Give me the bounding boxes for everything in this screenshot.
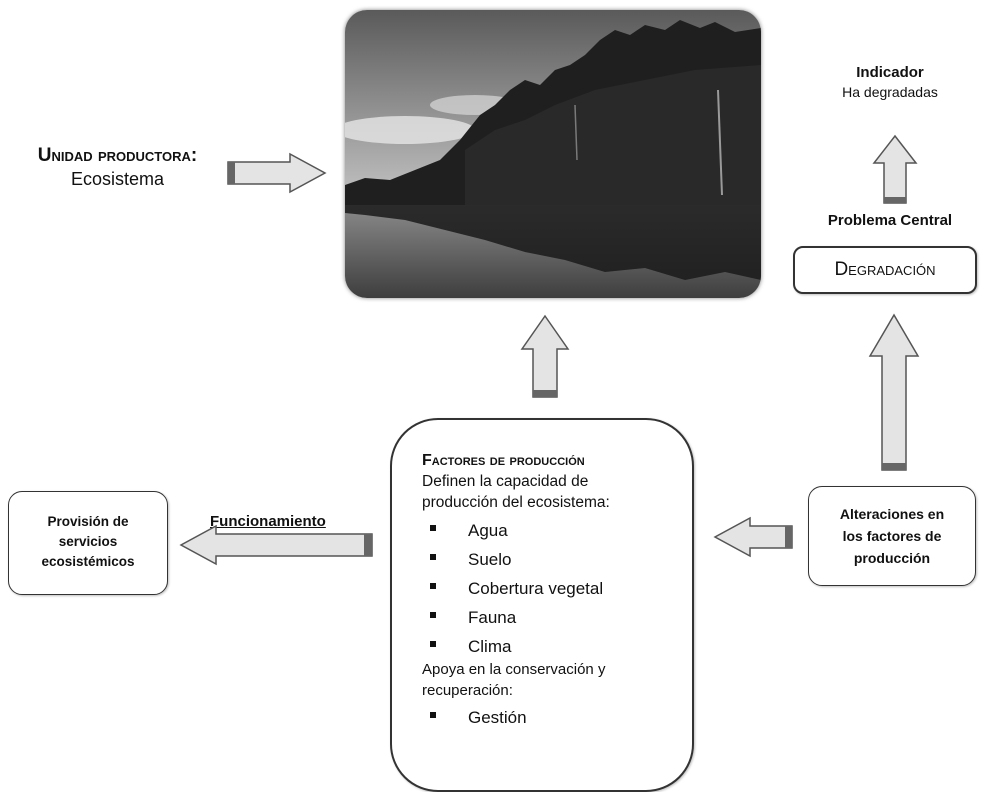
- funcionamiento-label: Funcionamiento: [210, 513, 326, 530]
- factores-support-list: Gestión: [422, 703, 687, 732]
- provision-line1: Provisión de: [47, 514, 129, 529]
- problema-central-label: Problema Central: [827, 212, 953, 229]
- arrow-up-to-indicador: [872, 134, 918, 204]
- factores-list: Agua Suelo Cobertura vegetal Fauna Clima: [422, 516, 687, 661]
- alteraciones-line2: los factores de: [842, 528, 942, 544]
- arrow-up-to-photo: [520, 314, 570, 398]
- factor-item-fauna: Fauna: [422, 603, 687, 632]
- alteraciones-line1: Alteraciones en: [839, 506, 945, 522]
- factores-support-line1: Apoya en la conservación y: [422, 661, 606, 678]
- arrow-left-to-provision: [179, 524, 373, 566]
- unidad-productora-value: Ecosistema: [70, 169, 165, 189]
- factor-item-cobertura: Cobertura vegetal: [422, 574, 687, 603]
- arrow-up-to-degradacion: [868, 313, 920, 471]
- provision-box: Provisión de servicios ecosistémicos: [8, 491, 168, 595]
- factores-support-line2: recuperación:: [422, 682, 513, 699]
- factor-item-suelo: Suelo: [422, 545, 687, 574]
- arrow-left-to-factores: [713, 516, 793, 558]
- indicador-value: Ha degradadas: [842, 84, 938, 100]
- provision-line2: servicios: [58, 534, 118, 549]
- arrow-right-to-photo: [227, 152, 327, 194]
- factores-heading: Factores de producción: [422, 452, 585, 469]
- unidad-productora-label: Unidad productora: Ecosistema: [10, 145, 225, 190]
- factores-intro-line1: Definen la capacidad de: [422, 473, 589, 490]
- support-item-gestion: Gestión: [422, 703, 687, 732]
- factores-box: Factores de producción Definen la capaci…: [390, 418, 694, 792]
- alteraciones-box: Alteraciones en los factores de producci…: [808, 486, 976, 586]
- indicador-label: Indicador Ha degradadas: [800, 64, 980, 100]
- degradacion-box: Degradación: [793, 246, 977, 294]
- forest-river-photo: [345, 10, 761, 298]
- indicador-title: Indicador: [856, 64, 924, 81]
- factores-intro-line2: producción del ecosistema:: [422, 494, 610, 511]
- alteraciones-line3: producción: [853, 550, 931, 566]
- provision-line3: ecosistémicos: [41, 554, 135, 569]
- unidad-productora-heading: Unidad productora:: [37, 145, 198, 166]
- factor-item-agua: Agua: [422, 516, 687, 545]
- factor-item-clima: Clima: [422, 632, 687, 661]
